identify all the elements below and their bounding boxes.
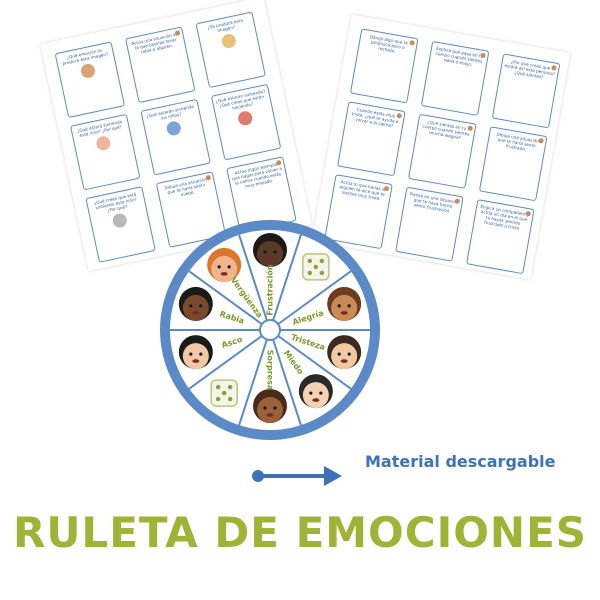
wheel-divider: [269, 234, 302, 331]
wheel-label-frustración: Frustración: [265, 264, 275, 316]
wheel-divider: [269, 329, 302, 426]
emotion-face-icon: [327, 286, 362, 321]
arrow-icon: [252, 466, 342, 486]
wheel-divider: [269, 270, 352, 331]
dice-icon: [210, 379, 238, 407]
page-title: RULETA DE EMOCIONES: [12, 508, 588, 557]
wheel-divider: [238, 329, 271, 426]
dice-icon: [302, 253, 330, 281]
wheel-divider: [238, 234, 271, 331]
wheel-dividers: [170, 234, 370, 426]
wheel-divider: [188, 329, 271, 390]
wheel-divider: [188, 270, 271, 331]
emotion-face-icon: [178, 286, 213, 321]
downloadable-material-caption: Material descargable: [365, 452, 556, 471]
wheel-divider: [269, 329, 352, 390]
emotion-face-icon: [327, 335, 362, 370]
wheel-hub: [259, 319, 281, 341]
emotion-face-icon: [253, 389, 287, 423]
emotion-face-icon: [207, 247, 242, 282]
wheel-illustrations: [178, 233, 362, 423]
emotion-face-icon: [298, 374, 333, 409]
emotion-face-icon: [253, 233, 287, 267]
wheel-label-sorpresa: Sorpresa: [266, 350, 275, 390]
emotion-face-icon: [178, 335, 213, 370]
